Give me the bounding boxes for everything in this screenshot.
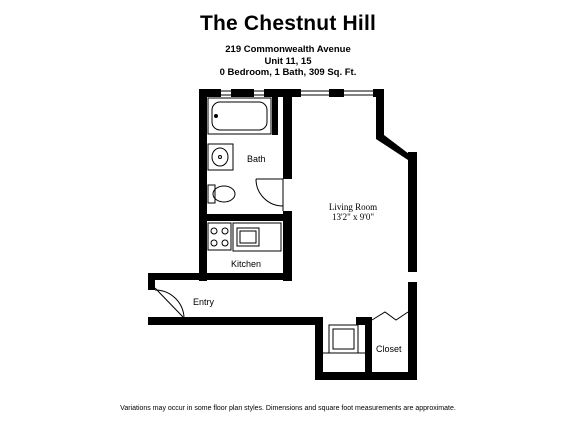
lower-left-wall	[315, 317, 323, 380]
top-wall-segment	[199, 89, 221, 97]
living-room-dimensions: 13'2" x 9'0"	[331, 212, 375, 222]
entry-door	[154, 287, 185, 318]
bathtub	[207, 97, 272, 135]
disclaimer-note: Variations may occur in some floor plan …	[120, 405, 456, 412]
unit-text: Unit 11, 15	[264, 56, 312, 67]
bath-door	[255, 178, 284, 211]
room-label-bath: Bath	[247, 154, 266, 164]
storage-unit	[323, 324, 365, 354]
right-wall	[408, 152, 417, 272]
page-title: The Chestnut Hill	[199, 12, 377, 35]
left-wall	[199, 89, 207, 281]
top-wall-segment	[264, 89, 301, 97]
unit-details-text: 0 Bedroom, 1 Bath, 309 Sq. Ft.	[219, 67, 357, 78]
top-wall-segment	[329, 89, 344, 97]
address-text: 219 Commonwealth Avenue	[225, 44, 351, 55]
closet-left-wall	[365, 325, 372, 380]
closet-doors	[371, 311, 409, 321]
right-angled-wall	[376, 89, 417, 160]
kitchen-bottom-wall	[199, 273, 292, 280]
room-label-kitchen: Kitchen	[231, 259, 262, 269]
kitchen-stove	[207, 222, 232, 251]
toilet	[207, 184, 236, 204]
entry-top-wall	[148, 273, 207, 280]
room-label-living-room: Living Room	[328, 202, 378, 212]
top-wall-segment	[231, 89, 254, 97]
closet-top-wall	[356, 317, 372, 325]
entry-bottom-wall	[148, 317, 315, 325]
bath-sink	[207, 143, 234, 171]
kitchen-sink	[232, 222, 282, 252]
right-wall-lower	[408, 282, 417, 380]
kitchen-wall	[283, 221, 292, 281]
bath-stub-wall	[272, 97, 278, 135]
room-label-entry: Entry	[193, 297, 215, 307]
bath-kitchen-wall	[199, 214, 292, 221]
bath-living-wall	[283, 89, 292, 179]
entry-left-wall	[148, 273, 155, 290]
room-label-closet: Closet	[376, 344, 402, 354]
